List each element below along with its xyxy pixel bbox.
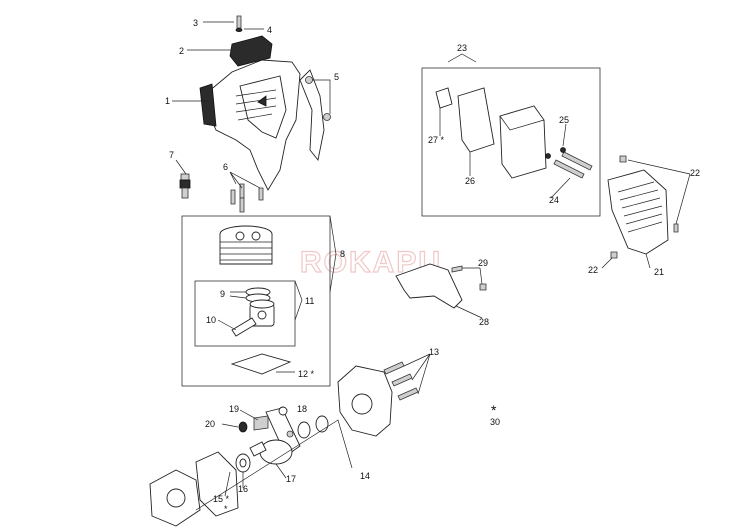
grommet-part-b — [323, 113, 331, 121]
callout-16: 16 — [238, 484, 248, 494]
crankcase-gasket-part — [195, 451, 239, 517]
callout-18: 18 — [297, 404, 307, 414]
cover-bolts-part — [230, 183, 264, 213]
screw-part — [236, 15, 242, 29]
cylinder-gasket-part — [230, 353, 292, 375]
callout-19: 19 — [229, 404, 239, 414]
callout-9: 9 — [220, 289, 225, 299]
muffler-nut-part — [560, 147, 566, 153]
muffler-group-box — [421, 67, 601, 217]
shield-screw-part-a — [451, 265, 463, 273]
callout-12: 12 * — [298, 369, 315, 379]
muffler-plate-part — [457, 87, 495, 153]
guard-screw-part-b — [673, 223, 679, 233]
heat-shield-part — [395, 263, 463, 309]
callout-8: 8 — [340, 249, 345, 259]
callout-4: 4 — [267, 25, 272, 35]
callout-13: 13 — [429, 347, 439, 357]
crankshaft-part — [249, 407, 301, 465]
callout-23: 23 — [457, 43, 467, 53]
muffler-nut-part-b — [545, 153, 551, 159]
top-cap-part — [229, 35, 273, 67]
shield-screw-part-b — [479, 283, 487, 291]
muffler-guard-part — [607, 169, 669, 255]
callout-30: 30 — [490, 417, 500, 427]
asterisk-note-bottom: * — [224, 504, 228, 514]
callout-3: 3 — [193, 18, 198, 28]
callout-10: 10 — [206, 315, 216, 325]
callout-26: 26 — [465, 176, 475, 186]
asterisk-mark-30: * — [491, 402, 497, 418]
callout-17: 17 — [286, 474, 296, 484]
crankcase-part — [149, 365, 393, 527]
callout-28: 28 — [479, 317, 489, 327]
bearing-part-16 — [235, 453, 251, 473]
callout-22-top: 22 — [690, 168, 700, 178]
callout-14: 14 — [360, 471, 370, 481]
muffler-bolt-part-a — [553, 159, 585, 179]
muffler-gasket-part — [435, 87, 453, 109]
callout-2: 2 — [179, 46, 184, 56]
callout-6: 6 — [223, 162, 228, 172]
callout-25: 25 — [559, 115, 569, 125]
bearing-part-right — [286, 415, 329, 439]
piston-part — [249, 299, 275, 327]
callout-29: 29 — [478, 258, 488, 268]
callout-labels: 1 2 3 4 5 6 7 8 9 10 11 12 * 13 14 15 * … — [165, 18, 700, 514]
spark-plug-part — [179, 173, 191, 199]
washer-part — [235, 27, 243, 32]
cylinder-group-box — [181, 215, 331, 387]
engine-cover-part — [199, 59, 325, 191]
callout-1: 1 — [165, 96, 170, 106]
needle-bearing-part — [253, 415, 269, 431]
callout-11: 11 — [305, 296, 314, 306]
callout-24: 24 — [549, 195, 559, 205]
callout-7: 7 — [169, 150, 174, 160]
callout-20: 20 — [205, 419, 215, 429]
muffler-bolt-part-b — [561, 151, 593, 171]
guard-screw-part-c — [610, 251, 618, 259]
piston-pin-part — [231, 317, 257, 337]
thrust-washer-part — [238, 421, 248, 433]
guard-screw-part-a — [619, 155, 627, 163]
grommet-part-a — [305, 76, 313, 84]
callout-15: 15 * — [213, 494, 230, 504]
cylinder-part — [219, 225, 273, 265]
leader-lines — [172, 21, 691, 511]
callout-22-bottom: 22 — [588, 265, 598, 275]
callout-5: 5 — [334, 72, 339, 82]
muffler-body-part — [499, 105, 547, 179]
callout-27: 27 * — [428, 135, 445, 145]
piston-group-box — [194, 280, 296, 347]
callout-21: 21 — [654, 267, 664, 277]
